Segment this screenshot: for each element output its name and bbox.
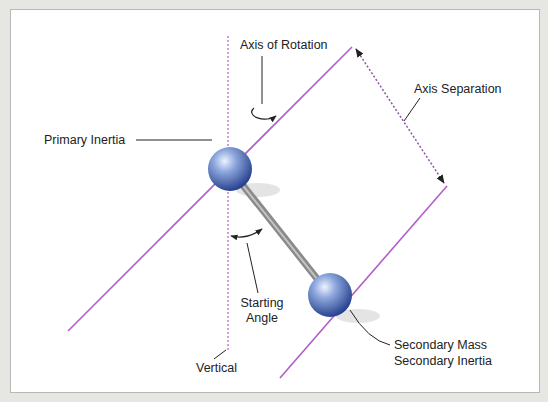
frame-panel — [10, 9, 540, 393]
primary-sphere — [208, 147, 252, 191]
vertical-line — [227, 36, 229, 350]
leader-line — [136, 140, 212, 141]
part-label: Vertical — [196, 361, 237, 376]
secondary-sphere — [308, 273, 352, 317]
part-label: Starting Angle — [232, 296, 292, 326]
angle-arc — [231, 229, 262, 237]
part-label: Secondary Mass — [394, 338, 487, 353]
leader-line — [404, 98, 420, 121]
leader-line — [247, 243, 258, 293]
primary-axis — [68, 47, 352, 331]
part-label: Axis Separation — [414, 82, 502, 97]
separation-dimension — [356, 49, 444, 183]
leader-line — [262, 56, 263, 104]
leader-line — [350, 310, 390, 345]
part-label: Secondary Inertia — [394, 354, 492, 369]
rotation-arrow — [252, 108, 276, 119]
part-label: Primary Inertia — [44, 133, 125, 148]
rod — [230, 169, 330, 295]
part-label: Axis of Rotation — [240, 38, 328, 53]
leader-line — [214, 350, 226, 359]
rod-highlight — [229, 168, 329, 294]
